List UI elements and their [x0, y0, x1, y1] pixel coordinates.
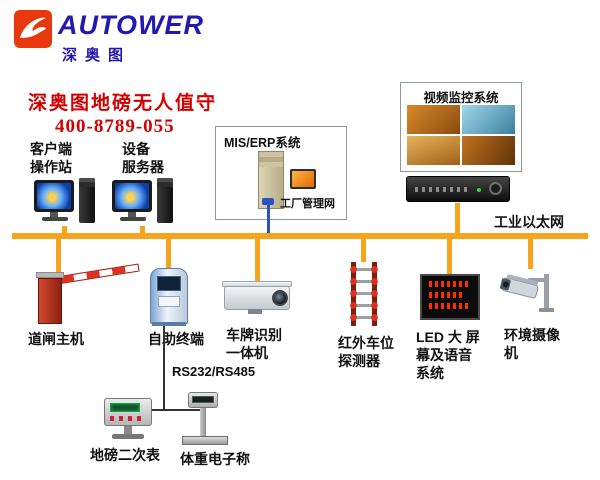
dvr-recorder-icon — [406, 176, 510, 202]
kiosk-base — [152, 322, 186, 326]
scale-display — [192, 396, 214, 403]
phone-number: 400-8789-055 — [55, 116, 175, 137]
device-server-label: 设备 服务器 — [122, 141, 164, 176]
server-bus-link — [140, 226, 145, 234]
barrier-bus-link — [56, 238, 61, 274]
barrier-cabinet-cap — [36, 272, 64, 278]
client-computer-icon — [34, 178, 96, 230]
industrial-ethernet-bus — [12, 233, 588, 239]
kiosk-bus-link — [166, 238, 171, 269]
led-matrix-screen-icon — [420, 274, 480, 320]
infrared-detector-icon — [350, 262, 378, 326]
serial-bus-label: RS232/RS485 — [172, 364, 256, 379]
infrared-bus-link — [361, 238, 366, 262]
mis-erp-box: MIS/ERP系统 工厂管理网 — [215, 126, 347, 220]
camera-feed-2 — [462, 105, 515, 134]
kiosk-serial-link-v — [163, 326, 165, 411]
surveillance-quad-view-icon — [407, 105, 515, 165]
mis-monitor-icon — [290, 169, 316, 189]
server-computer-icon — [112, 178, 174, 230]
dvr-vents — [415, 187, 470, 192]
pc-tower — [157, 178, 173, 223]
kiosk-keypad — [158, 296, 180, 307]
dvr-knob — [489, 182, 502, 195]
infrared-label: 红外车位 探测器 — [338, 335, 394, 370]
monitor-stand — [50, 212, 58, 217]
pc-tower — [79, 178, 95, 223]
mis-erp-title: MIS/ERP系统 — [224, 136, 301, 150]
indicator-base — [112, 434, 144, 439]
indicator-screen — [110, 403, 140, 412]
mis-monitor-screen — [292, 171, 314, 187]
dvr-bus-link — [455, 203, 460, 234]
logo-brand-text: AUTOWER — [58, 10, 204, 40]
logo-brand-cn-text: 深奥图 — [62, 47, 132, 64]
barrier-arm — [59, 263, 140, 284]
barrier-gate-icon — [38, 278, 62, 324]
monitor-base — [42, 217, 68, 221]
lpr-label: 车牌识别 一体机 — [226, 327, 282, 362]
weighing-indicator-icon — [104, 398, 152, 426]
client-bus-link — [62, 226, 67, 234]
barrier-label: 道闸主机 — [28, 331, 84, 347]
camera-feed-1 — [407, 105, 460, 134]
led-text-row — [429, 303, 468, 309]
camera-feed-3 — [407, 136, 460, 165]
kiosk-label: 自助终端 — [148, 331, 204, 347]
scale-pole — [200, 408, 206, 438]
lpr-lens — [272, 290, 288, 306]
client-station-label: 客户端 操作站 — [30, 141, 72, 176]
lpr-mount — [248, 309, 262, 314]
network-node-icon — [262, 198, 274, 205]
mis-to-bus-link — [267, 204, 270, 235]
lpr-bus-link — [255, 238, 260, 282]
video-surveillance-title: 视频监控系统 — [423, 91, 499, 105]
led-label: LED 大 屏 幕及语音 系统 — [416, 329, 480, 382]
cctv-camera-icon — [500, 274, 554, 312]
led-text-row — [429, 292, 464, 298]
autower-bird-icon — [14, 10, 52, 48]
industrial-ethernet-label: 工业以太网 — [494, 214, 564, 230]
led-bus-link — [447, 238, 452, 275]
logo-bird-shape — [20, 17, 46, 38]
monitor-stand — [128, 212, 136, 217]
page-title: 深奥图地磅无人值守 — [28, 93, 218, 114]
scale-platform — [182, 436, 228, 445]
dvr-led — [477, 188, 481, 192]
cctv-bus-link — [528, 238, 533, 269]
indicator-buttons — [110, 416, 144, 421]
indicator-stand — [124, 426, 132, 434]
indicator-label: 地磅二次表 — [90, 447, 160, 463]
kiosk-screen — [157, 276, 181, 291]
kiosk-serial-link-h — [152, 409, 204, 411]
screen — [115, 183, 149, 209]
monitor-base — [120, 217, 146, 221]
camera-feed-4 — [462, 136, 515, 165]
scale-label: 体重电子称 — [180, 451, 250, 467]
factory-network-label: 工厂管理网 — [280, 198, 335, 210]
monitor — [34, 180, 74, 212]
video-surveillance-box: 视频监控系统 — [400, 82, 522, 172]
env-camera-label: 环境摄像 机 — [504, 327, 560, 362]
monitor — [112, 180, 152, 212]
led-text-row — [429, 281, 471, 287]
screen — [37, 183, 71, 209]
